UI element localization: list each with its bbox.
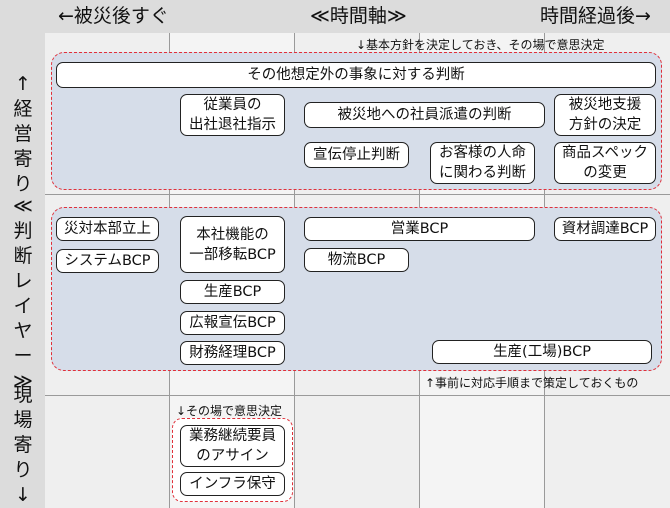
layer-label-field: 現場寄り↓ xyxy=(13,384,33,506)
staff-assignment-box: 業務継続要員 のアサイン xyxy=(180,425,285,467)
judgment-zone-note: ↑事前に対応手順まで策定しておくもの xyxy=(425,376,639,390)
logistics-bcp-box: 物流BCP xyxy=(304,248,409,272)
factory-production-bcp-box: 生産(工場)BCP xyxy=(432,340,652,364)
time-axis-right-label: 時間経過後→ xyxy=(540,5,651,27)
grid-line xyxy=(45,395,670,396)
sales-bcp-box: 営業BCP xyxy=(304,217,535,241)
unexpected-events-judgment-box: その他想定外の事象に対する判断 xyxy=(56,62,656,88)
hq-setup-box: 災対本部立上 xyxy=(56,217,159,241)
management-zone-note: ↓基本方針を決定しておき、その場で意思決定 xyxy=(356,38,605,52)
grid-line xyxy=(45,194,670,195)
ad-stop-box: 宣伝停止判断 xyxy=(304,142,409,168)
finance-bcp-box: 財務経理BCP xyxy=(180,341,285,365)
hq-relocation-box: 本社機能の 一部移転BCP xyxy=(180,216,285,273)
time-axis-header xyxy=(0,0,670,33)
infrastructure-maintenance-box: インフラ保守 xyxy=(180,472,285,496)
procurement-bcp-box: 資材調達BCP xyxy=(554,217,656,241)
customer-life-box: お客様の人命 に関わる判断 xyxy=(430,142,535,184)
production-bcp-box: 生産BCP xyxy=(180,280,285,304)
layer-label-management: ↑経営寄り xyxy=(13,73,33,195)
pr-bcp-box: 広報宣伝BCP xyxy=(180,311,285,335)
time-axis-center-label: ≪時間軸≫ xyxy=(310,5,407,27)
time-axis-left-label: ←被災後すぐ xyxy=(58,5,169,27)
product-spec-box: 商品スペック の変更 xyxy=(554,142,656,184)
system-bcp-box: システムBCP xyxy=(56,249,159,273)
support-policy-box: 被災地支援 方針の決定 xyxy=(554,94,656,136)
staff-dispatch-box: 被災地への社員派遣の判断 xyxy=(304,102,545,128)
layer-axis-sidebar xyxy=(0,33,45,508)
field-zone-note: ↓その場で意思決定 xyxy=(176,404,283,418)
employee-attendance-box: 従業員の 出社退社指示 xyxy=(180,94,285,136)
layer-label-judgment: ≪判断レイヤー≫ xyxy=(13,195,33,392)
